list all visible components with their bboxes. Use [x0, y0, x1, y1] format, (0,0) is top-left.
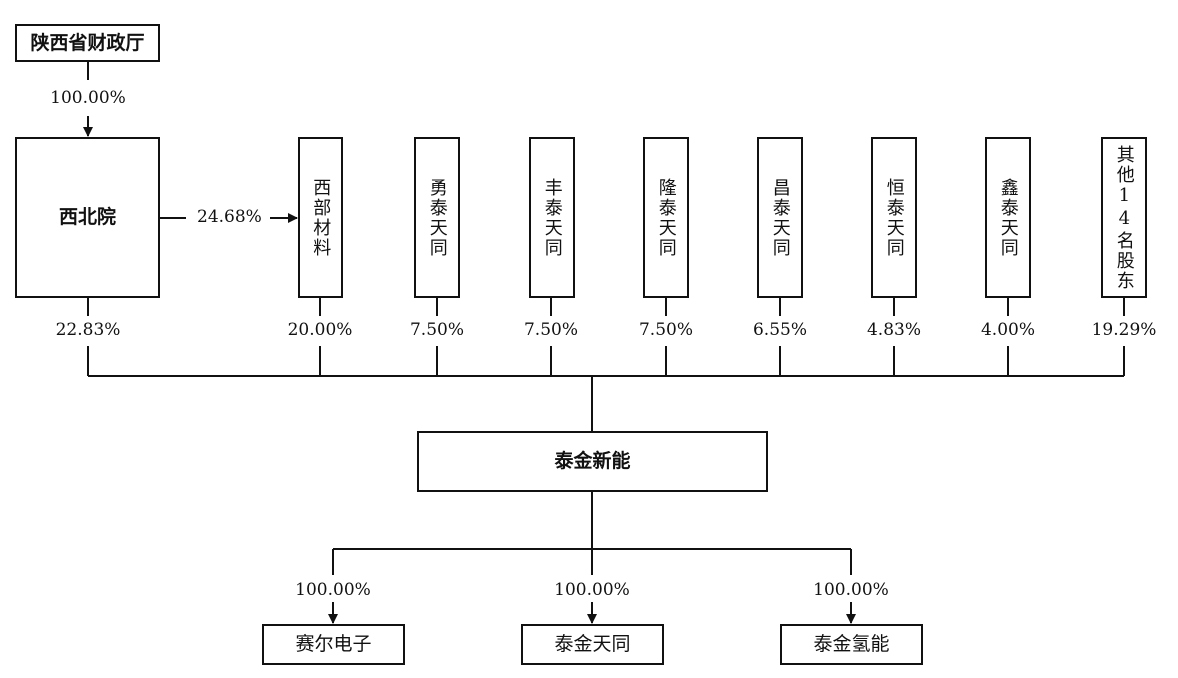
pct-fengtai: 7.50%: [523, 320, 579, 340]
node-label: 赛尔电子: [295, 633, 372, 656]
pct-changtai: 6.55%: [752, 320, 808, 340]
node-label: 泰金氢能: [813, 633, 890, 656]
node-label: 陕西省财政厅: [30, 31, 145, 54]
pct-finance-to-xibeiyuan: 100.00%: [50, 88, 126, 108]
node-label: 其他14名股东: [1113, 144, 1135, 291]
node-label: 恒泰天同: [883, 177, 905, 258]
pct-xibeiyuan-to-xibu: 24.68%: [197, 207, 262, 227]
node-changtai: 昌泰天同: [757, 137, 803, 298]
node-taijin-tiantong: 泰金天同: [521, 624, 664, 665]
node-label: 泰金新能: [554, 450, 631, 473]
node-label: 泰金天同: [554, 633, 631, 656]
node-xibu-cailiao: 西部材料: [298, 137, 343, 298]
node-label: 鑫泰天同: [997, 177, 1019, 258]
node-others: 其他14名股东: [1101, 137, 1147, 298]
node-label: 丰泰天同: [541, 177, 563, 258]
node-taijin-qingneng: 泰金氢能: [780, 624, 923, 665]
pct-xibu-cailiao: 20.00%: [287, 320, 353, 340]
pct-taijin-tiantong: 100.00%: [554, 580, 630, 600]
node-label: 西北院: [58, 206, 116, 229]
node-sx-finance: 陕西省财政厅: [15, 24, 160, 62]
pct-hengtai: 4.83%: [866, 320, 922, 340]
pct-xibeiyuan: 22.83%: [55, 320, 121, 340]
node-saier: 赛尔电子: [262, 624, 405, 665]
pct-yongtai: 7.50%: [409, 320, 465, 340]
node-xintai: 鑫泰天同: [985, 137, 1031, 298]
node-label: 隆泰天同: [655, 177, 677, 258]
node-yongtai: 勇泰天同: [414, 137, 460, 298]
node-taijin: 泰金新能: [417, 431, 768, 492]
pct-taijin-qingneng: 100.00%: [813, 580, 889, 600]
node-label: 勇泰天同: [426, 177, 448, 258]
node-hengtai: 恒泰天同: [871, 137, 917, 298]
pct-xintai: 4.00%: [980, 320, 1036, 340]
pct-saier: 100.00%: [295, 580, 371, 600]
pct-longtai: 7.50%: [638, 320, 694, 340]
node-longtai: 隆泰天同: [643, 137, 689, 298]
node-label: 昌泰天同: [769, 177, 791, 258]
pct-others: 19.29%: [1091, 320, 1157, 340]
node-fengtai: 丰泰天同: [529, 137, 575, 298]
node-xibeiyuan: 西北院: [15, 137, 160, 298]
node-label: 西部材料: [310, 177, 332, 258]
